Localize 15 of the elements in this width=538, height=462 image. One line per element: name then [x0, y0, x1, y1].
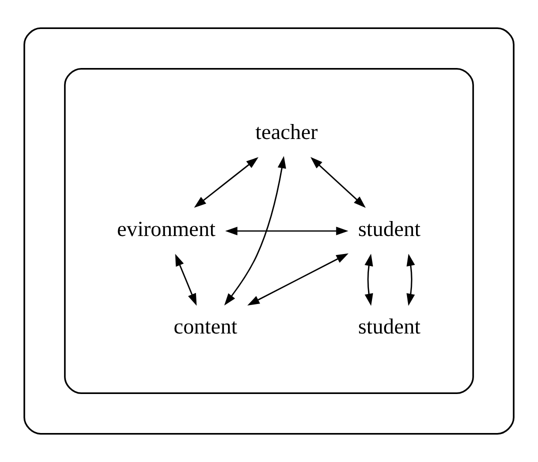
arrow [194, 157, 258, 208]
arrow [406, 254, 415, 306]
arrow [175, 254, 197, 306]
node-text: student [358, 217, 421, 242]
cluster [24, 27, 514, 435]
node-text: evironment [117, 217, 216, 242]
arrow [225, 226, 348, 236]
arrow [364, 254, 374, 306]
arrow [310, 157, 366, 208]
cluster [64, 68, 474, 394]
node-text: content [174, 314, 238, 338]
arrow [247, 253, 348, 306]
arrow [224, 156, 286, 306]
node-text: teacher [255, 120, 318, 144]
node-text: student [358, 314, 421, 338]
